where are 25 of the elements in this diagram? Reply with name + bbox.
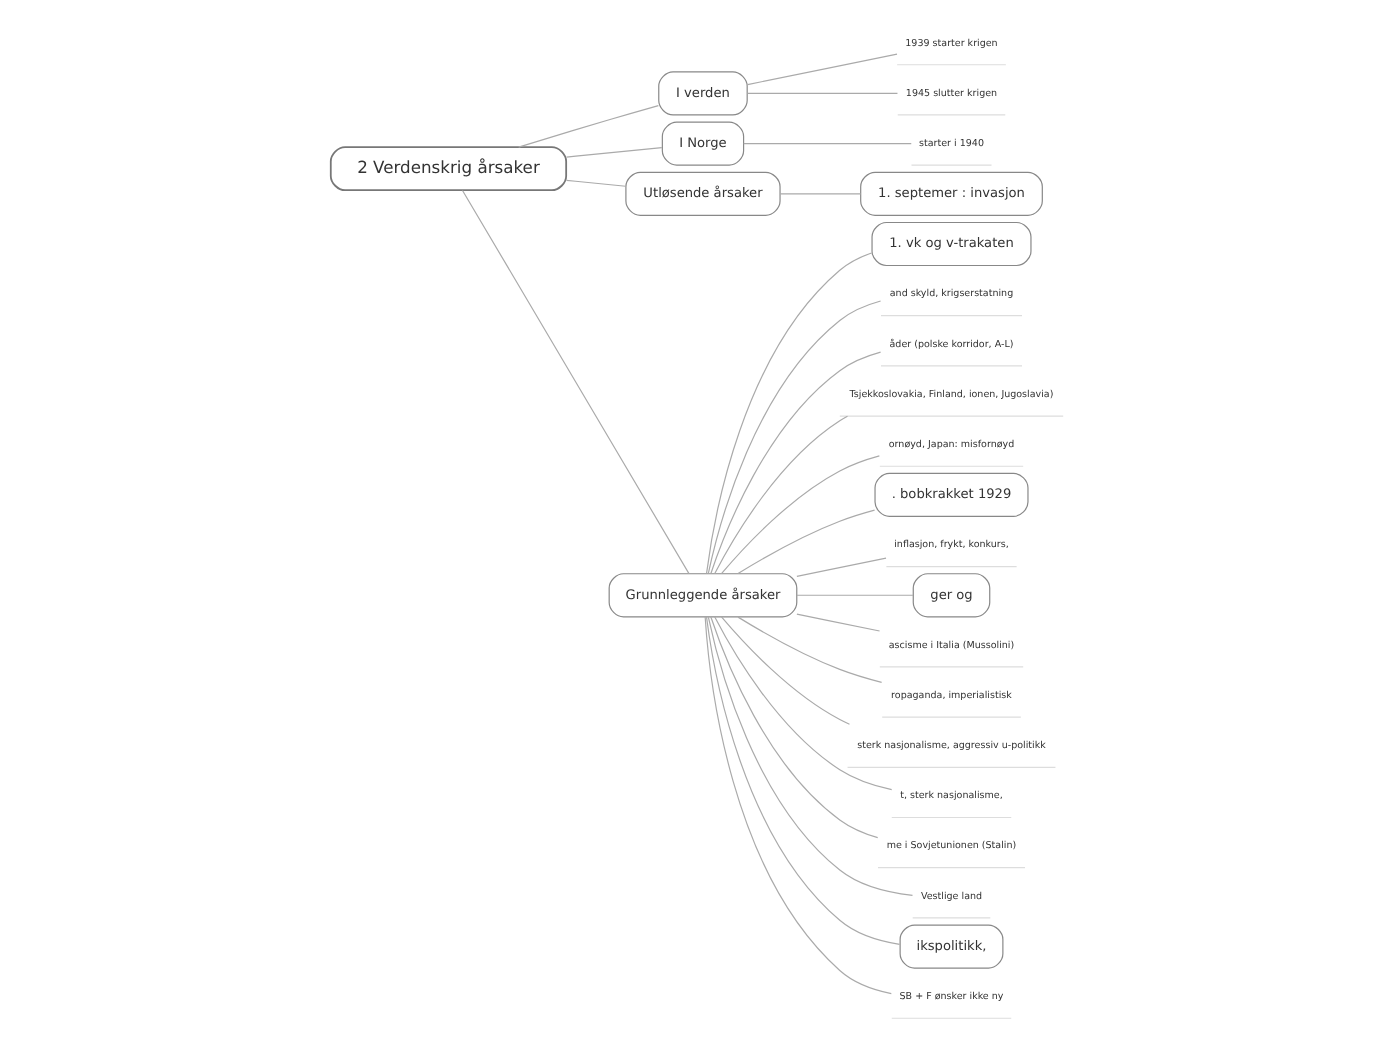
connector	[742, 143, 911, 145]
connector	[709, 351, 881, 575]
connector	[703, 616, 891, 995]
connector	[719, 455, 879, 575]
connector	[460, 189, 689, 575]
connector	[706, 300, 881, 575]
connector	[795, 613, 880, 632]
connector	[704, 252, 872, 575]
connector	[564, 147, 662, 158]
connector	[795, 594, 913, 596]
connector	[713, 616, 892, 791]
connector	[746, 92, 898, 95]
connector	[746, 53, 897, 86]
connector	[709, 616, 878, 839]
connector	[564, 179, 626, 187]
connector	[795, 557, 886, 577]
connector	[736, 616, 882, 683]
connector	[736, 509, 875, 575]
connector	[517, 104, 658, 148]
connector	[713, 415, 848, 575]
connector	[719, 616, 850, 725]
connector	[706, 616, 913, 896]
node-box: 2 Verdenskrig årsaker	[328, 146, 567, 192]
connector	[704, 616, 900, 945]
connector	[778, 193, 861, 195]
